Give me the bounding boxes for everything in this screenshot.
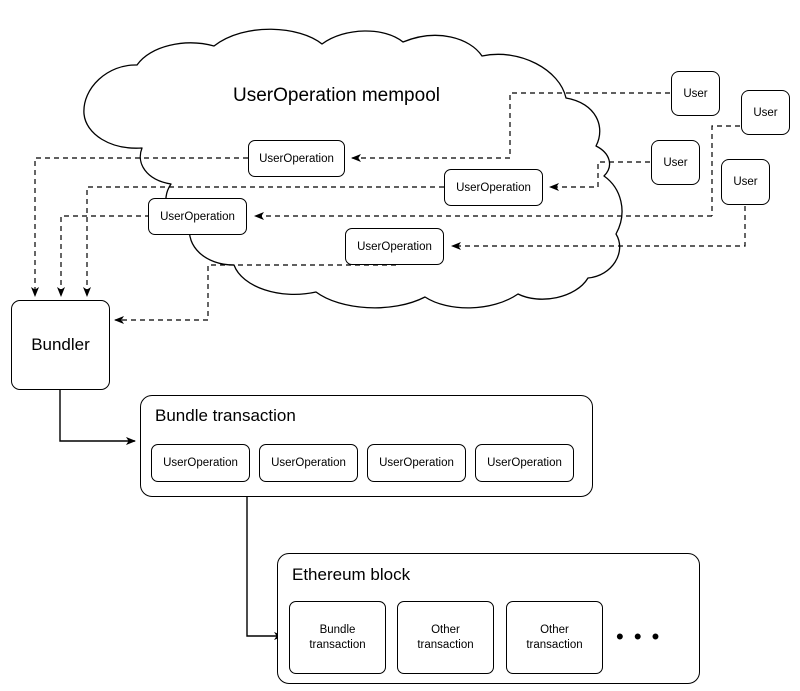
bundle-useroperation-1-label: UserOperation <box>163 456 238 469</box>
connector-bundler-to-bundle <box>59 390 136 445</box>
block-transaction-other-1[interactable]: Other transaction <box>397 601 494 674</box>
bundle-transaction-container: Bundle transaction UserOperation UserOpe… <box>140 395 593 497</box>
user-node-3-label: User <box>663 156 688 169</box>
bundle-useroperation-2[interactable]: UserOperation <box>259 444 358 482</box>
connector-user2-link <box>711 125 740 216</box>
mempool-useroperation-1[interactable]: UserOperation <box>248 140 345 177</box>
block-transaction-bundle-line1: Bundle <box>319 624 356 637</box>
bundle-useroperation-3[interactable]: UserOperation <box>367 444 466 482</box>
user-node-2-label: User <box>753 106 778 119</box>
user-node-2[interactable]: User <box>741 90 790 135</box>
user-node-4[interactable]: User <box>721 159 770 205</box>
user-node-1[interactable]: User <box>671 71 720 116</box>
ethereum-block-container: Ethereum block Bundle transaction Other … <box>277 553 700 684</box>
ethereum-block-title: Ethereum block <box>292 565 411 584</box>
connector-user3-to-op2 <box>549 161 650 191</box>
bundle-useroperation-1[interactable]: UserOperation <box>151 444 250 482</box>
block-transaction-bundle[interactable]: Bundle transaction <box>289 601 386 674</box>
user-node-1-label: User <box>683 87 708 100</box>
block-transactions-ellipsis: • • • <box>616 624 662 649</box>
bundle-useroperation-3-label: UserOperation <box>379 456 454 469</box>
mempool-useroperation-3-label: UserOperation <box>160 210 235 223</box>
mempool-useroperation-2[interactable]: UserOperation <box>444 169 543 206</box>
mempool-useroperation-4-label: UserOperation <box>357 240 432 253</box>
bundle-useroperation-4[interactable]: UserOperation <box>475 444 574 482</box>
block-transaction-other-1-line1: Other <box>431 624 460 637</box>
mempool-useroperation-2-label: UserOperation <box>456 181 531 194</box>
block-transaction-other-2-line2: transaction <box>526 638 583 651</box>
bundle-useroperation-4-label: UserOperation <box>487 456 562 469</box>
cloud-title: UserOperation mempool <box>233 85 440 106</box>
user-node-3[interactable]: User <box>651 140 700 185</box>
mempool-useroperation-3[interactable]: UserOperation <box>148 198 247 235</box>
connector-user1-to-op1 <box>351 92 670 162</box>
connector-op2-to-bundler <box>83 186 444 297</box>
block-transaction-other-1-line2: transaction <box>417 638 474 651</box>
block-transaction-other-2[interactable]: Other transaction <box>506 601 603 674</box>
bundle-transaction-title: Bundle transaction <box>155 406 296 425</box>
user-node-4-label: User <box>733 176 758 188</box>
connector-user4-to-op4 <box>451 206 746 250</box>
bundler-label: Bundler <box>31 335 90 354</box>
block-transaction-bundle-line2: transaction <box>309 638 366 651</box>
connector-bundle-to-block <box>246 497 284 640</box>
bundler-node[interactable]: Bundler <box>11 300 110 390</box>
cloud-shape <box>83 28 623 309</box>
connector-op4-to-bundler <box>114 264 396 324</box>
block-transaction-other-2-line1: Other <box>540 624 569 637</box>
bundle-useroperation-2-label: UserOperation <box>271 456 346 469</box>
connector-op3-to-bundler <box>57 215 150 297</box>
mempool-useroperation-1-label: UserOperation <box>259 152 334 165</box>
mempool-useroperation-4[interactable]: UserOperation <box>345 228 444 265</box>
